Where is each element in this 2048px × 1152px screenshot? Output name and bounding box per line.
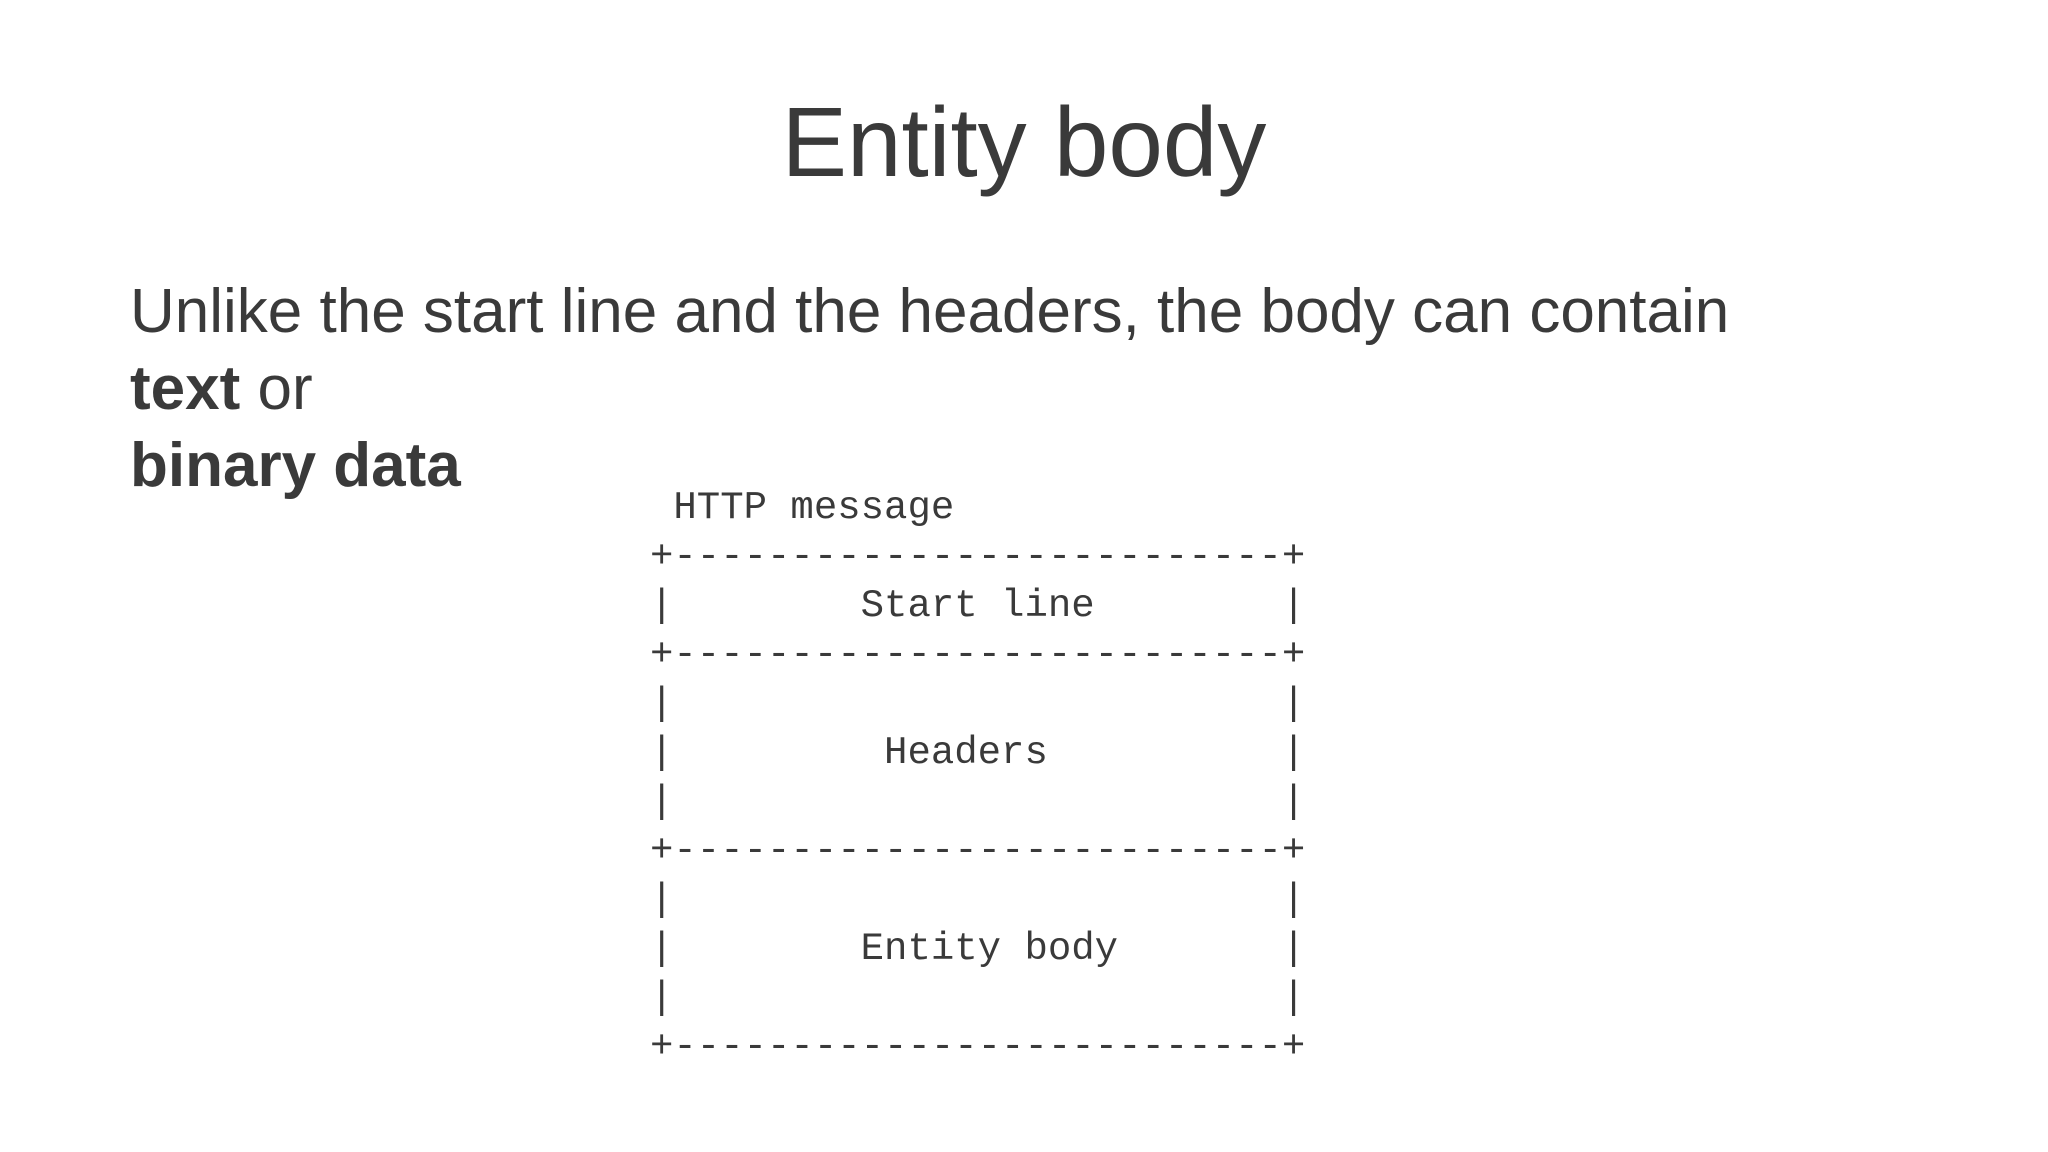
paragraph-bold-text: text — [130, 354, 241, 423]
paragraph-text-start: Unlike the start line and the headers, t… — [130, 277, 1730, 346]
http-message-ascii-diagram: HTTP message +--------------------------… — [650, 486, 1306, 1069]
paragraph-bold-binary-data: binary data — [130, 431, 461, 500]
slide-paragraph: Unlike the start line and the headers, t… — [130, 273, 1830, 504]
paragraph-text-or: or — [240, 354, 313, 423]
page-title: Entity body — [781, 87, 1267, 197]
